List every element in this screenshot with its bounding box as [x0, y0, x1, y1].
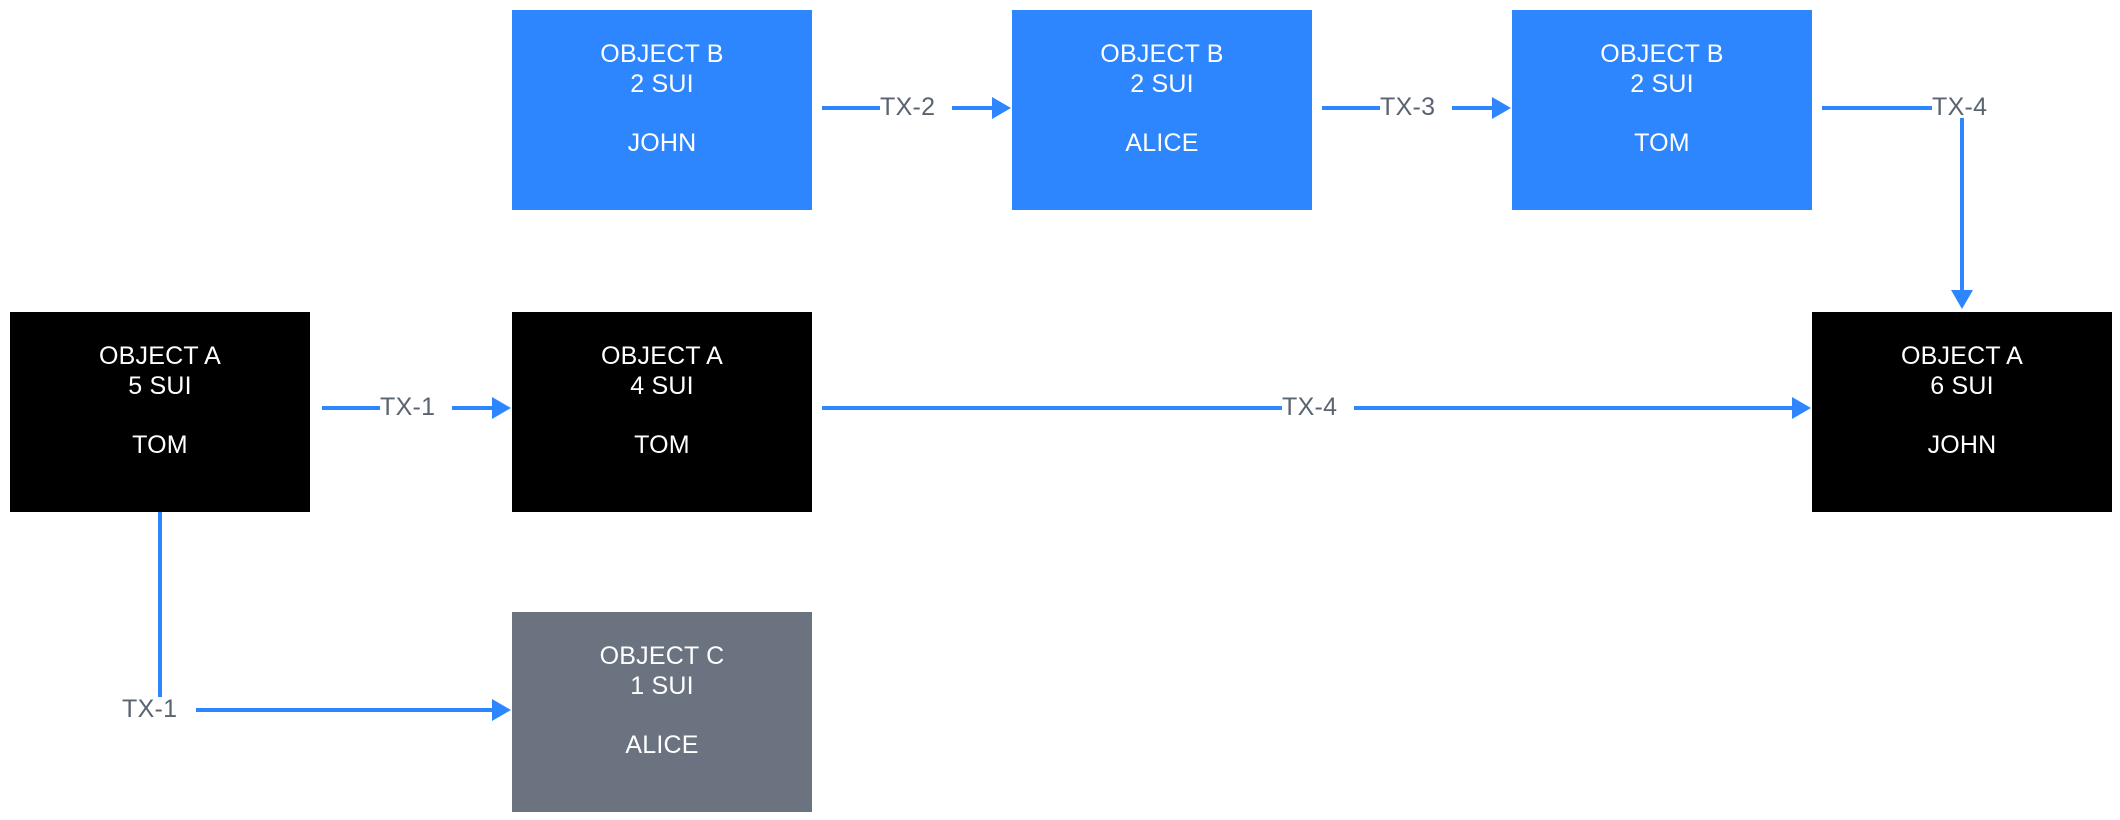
node-object-name: OBJECT B — [600, 40, 724, 68]
edge-tx-4-mid-line-right — [1354, 406, 1794, 410]
node-object-value: 2 SUI — [1130, 69, 1194, 98]
node-title-block: OBJECT B 2 SUI — [1100, 40, 1223, 99]
node-object-a-6sui-john[interactable]: OBJECT A 6 SUI JOHN — [1812, 312, 2112, 512]
edge-tx-4-top-line-vertical — [1960, 118, 1964, 292]
arrowhead-icon-tx-4-mid — [1792, 397, 1811, 419]
node-object-c-alice[interactable]: OBJECT C 1 SUI ALICE — [512, 612, 812, 812]
node-object-a-4sui-tom[interactable]: OBJECT A 4 SUI TOM — [512, 312, 812, 512]
edge-tx-1-a-line-right — [452, 406, 494, 410]
node-title-block: OBJECT C 1 SUI — [600, 642, 725, 701]
edge-tx-2-line-right — [952, 106, 994, 110]
edge-tx-2-line-left — [822, 106, 880, 110]
edge-tx-1-b-line-horizontal — [196, 708, 494, 712]
node-object-name: OBJECT C — [599, 642, 725, 670]
edge-label-tx-4-top: TX-4 — [1932, 93, 1988, 121]
arrowhead-icon-tx-1-b — [492, 699, 511, 721]
edge-tx-1-b-line-vertical — [158, 512, 162, 708]
node-object-owner: JOHN — [1927, 431, 1997, 459]
arrowhead-icon-tx-1-a — [492, 397, 511, 419]
node-object-value: 1 SUI — [630, 671, 694, 700]
node-object-owner: JOHN — [627, 129, 697, 157]
edge-label-tx-2: TX-2 — [880, 93, 936, 121]
edge-label-tx-4-mid: TX-4 — [1282, 393, 1338, 421]
node-title-block: OBJECT A 4 SUI — [601, 342, 723, 401]
edge-tx-4-mid-line-left — [822, 406, 1282, 410]
node-title-block: OBJECT B 2 SUI — [600, 40, 723, 99]
arrowhead-icon-tx-2 — [992, 97, 1011, 119]
node-object-value: 4 SUI — [630, 371, 694, 400]
edge-label-tx-3: TX-3 — [1380, 93, 1436, 121]
edge-tx-1-a-line-left — [322, 406, 380, 410]
node-object-b-tom[interactable]: OBJECT B 2 SUI TOM — [1512, 10, 1812, 210]
edge-label-tx-1-b: TX-1 — [122, 695, 178, 723]
node-object-value: 2 SUI — [1630, 69, 1694, 98]
node-object-owner: TOM — [132, 431, 188, 459]
node-object-b-alice[interactable]: OBJECT B 2 SUI ALICE — [1012, 10, 1312, 210]
arrowhead-icon-tx-3 — [1492, 97, 1511, 119]
node-object-name: OBJECT A — [98, 342, 221, 370]
node-object-b-john[interactable]: OBJECT B 2 SUI JOHN — [512, 10, 812, 210]
node-object-value: 5 SUI — [128, 371, 192, 400]
node-object-name: OBJECT A — [600, 342, 723, 370]
node-title-block: OBJECT B 2 SUI — [1600, 40, 1723, 99]
edge-tx-4-top-line-horizontal — [1822, 106, 1932, 110]
node-object-value: 2 SUI — [630, 69, 694, 98]
node-object-owner: TOM — [634, 431, 690, 459]
edge-label-tx-1-a: TX-1 — [380, 393, 436, 421]
node-object-name: OBJECT B — [1100, 40, 1224, 68]
node-object-a-5sui-tom[interactable]: OBJECT A 5 SUI TOM — [10, 312, 310, 512]
node-title-block: OBJECT A 6 SUI — [1901, 342, 2023, 401]
node-object-name: OBJECT A — [1900, 342, 2023, 370]
node-object-owner: ALICE — [625, 731, 699, 759]
node-title-block: OBJECT A 5 SUI — [99, 342, 221, 401]
node-object-name: OBJECT B — [1600, 40, 1724, 68]
edge-tx-3-line-left — [1322, 106, 1380, 110]
edge-tx-3-line-right — [1452, 106, 1494, 110]
node-object-owner: ALICE — [1125, 129, 1199, 157]
node-object-owner: TOM — [1634, 129, 1690, 157]
arrowhead-icon-tx-4-top — [1951, 290, 1973, 309]
node-object-value: 6 SUI — [1930, 371, 1994, 400]
